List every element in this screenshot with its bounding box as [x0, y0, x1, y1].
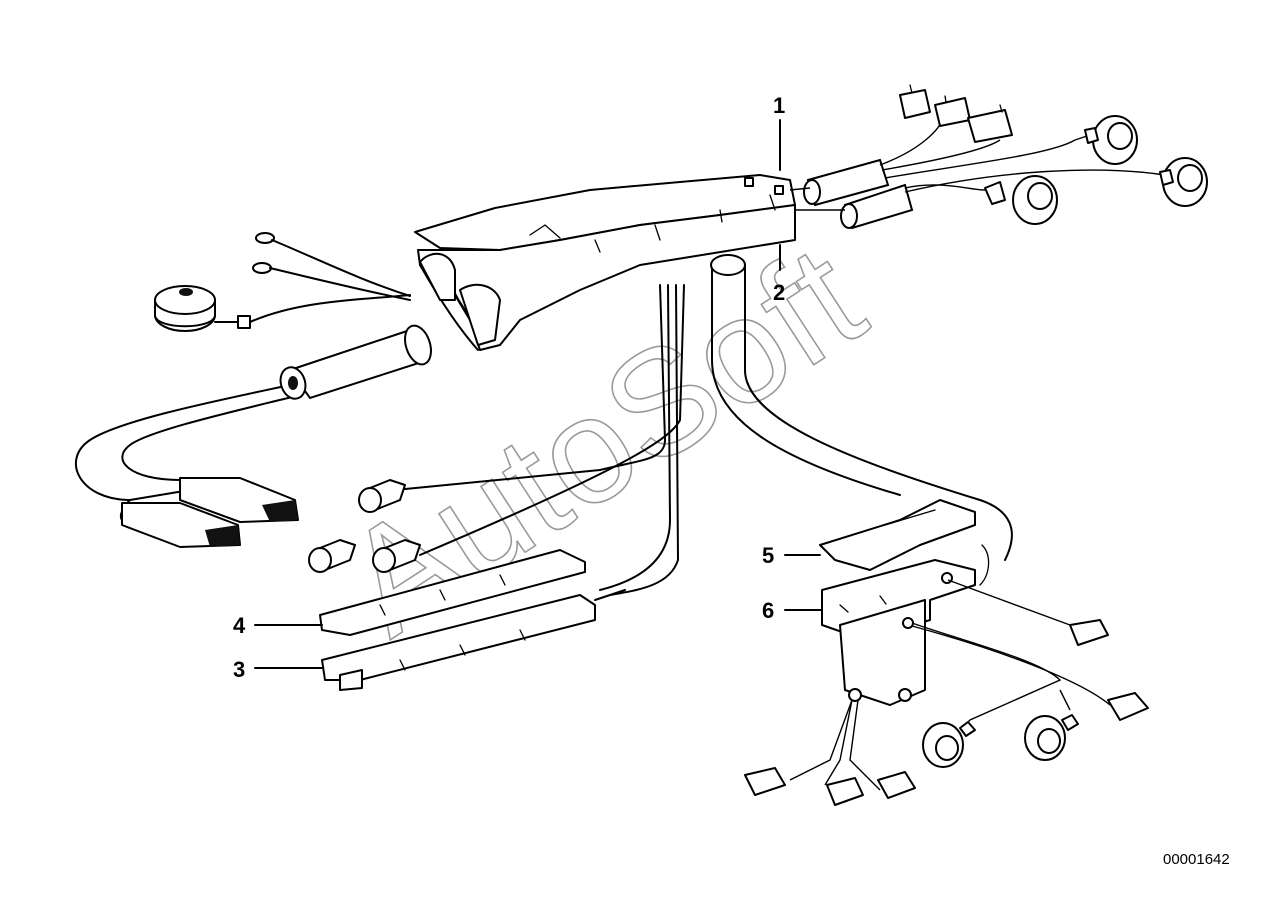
ring-terminals — [252, 232, 411, 301]
leader-lines — [254, 119, 823, 669]
flat-connector-pair — [121, 477, 299, 548]
top-right-assembly — [789, 84, 1166, 230]
vertical-cables — [394, 284, 685, 596]
bullet-connectors — [308, 479, 421, 573]
housing-part-6 — [821, 559, 976, 706]
callout-5: 5 — [762, 543, 774, 568]
housing-wires — [789, 579, 1111, 791]
round-sensors-lower — [922, 714, 1079, 768]
bracket-part-5 — [819, 499, 976, 571]
callout-2: 2 — [773, 280, 785, 305]
document-number: 00001642 — [1163, 851, 1230, 868]
callout-1: 1 — [773, 93, 785, 118]
holder-part-3 — [321, 589, 626, 691]
callout-3: 3 — [233, 657, 245, 682]
round-sensors-upper — [984, 115, 1208, 225]
callout-6: 6 — [762, 598, 774, 623]
main-hose — [710, 254, 1013, 586]
round-plug-left — [154, 285, 411, 332]
harness-channel — [414, 174, 796, 351]
small-plugs — [744, 619, 1149, 806]
protective-tube-left — [279, 324, 432, 400]
callout-4: 4 — [233, 613, 246, 638]
cover-part-4 — [319, 549, 586, 636]
